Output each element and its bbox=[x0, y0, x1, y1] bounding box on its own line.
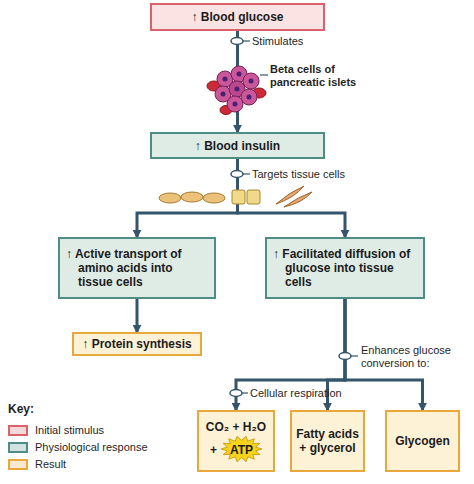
stimulus-box: ↑ Blood glucose bbox=[150, 3, 325, 31]
legend-row: Result bbox=[8, 457, 66, 471]
ring bbox=[231, 171, 243, 178]
connector-ring bbox=[230, 38, 358, 397]
tissue-cell bbox=[232, 190, 245, 204]
box-text: ↑ Blood insulin bbox=[156, 139, 319, 153]
edge-label: Cellular respiration bbox=[250, 387, 360, 400]
box-text: Fatty acids + glycerol bbox=[295, 427, 360, 455]
response-box: ↑ Blood insulin bbox=[150, 132, 325, 159]
beta-cell-cluster bbox=[207, 66, 266, 115]
structure-label: Beta cells of pancreatic islets bbox=[270, 63, 374, 89]
box-text: ↑ Blood glucose bbox=[156, 10, 319, 24]
legend-row: Physiological response bbox=[8, 440, 148, 454]
legend-swatch bbox=[8, 425, 28, 436]
box-text: Glycogen bbox=[390, 434, 455, 448]
leader-line bbox=[243, 40, 250, 41]
atp-burst-shape bbox=[221, 436, 262, 461]
beta-cell bbox=[241, 89, 257, 105]
leader-line bbox=[242, 392, 248, 393]
legend-text: Result bbox=[35, 458, 66, 471]
cell-nucleus bbox=[237, 72, 242, 77]
tissue-cell bbox=[181, 192, 203, 202]
cell-nucleus bbox=[247, 95, 252, 100]
cell-nucleus bbox=[233, 102, 238, 107]
tissue-cells bbox=[159, 186, 312, 207]
edge-label: Enhances glucose conversion to: bbox=[361, 344, 456, 370]
result-box: Fatty acids + glycerol bbox=[290, 410, 365, 472]
box-text: + bbox=[210, 443, 217, 457]
cell-nucleus bbox=[221, 92, 226, 97]
cell-nucleus bbox=[235, 87, 240, 92]
leader-line bbox=[243, 173, 250, 174]
legend-text: Physiological response bbox=[35, 441, 148, 454]
edge-label: Stimulates bbox=[252, 35, 342, 48]
result-box: CO₂ + H₂O + ATP bbox=[197, 410, 275, 472]
text-slot: + bbox=[210, 440, 217, 458]
cell-nucleus bbox=[223, 77, 228, 82]
text-row: + ATP bbox=[202, 436, 270, 462]
box-text: ↑ Facilitated diffusion of glucose into … bbox=[285, 247, 417, 289]
tissue-cell bbox=[247, 190, 260, 204]
beta-cell bbox=[243, 73, 259, 89]
response-box: ↑ Facilitated diffusion of glucose into … bbox=[265, 237, 425, 299]
response-box: ↑ Active transport of amino acids into t… bbox=[58, 237, 216, 299]
box-text: ↑ Protein synthesis bbox=[78, 337, 196, 351]
key-heading: Key: bbox=[8, 403, 68, 416]
flow-connector bbox=[137, 159, 238, 237]
legend-text: Initial stimulus bbox=[35, 424, 104, 437]
beta-cell bbox=[227, 96, 243, 112]
box-text: CO₂ + H₂O bbox=[202, 420, 270, 434]
box-text: ↑ Active transport of amino acids into t… bbox=[78, 247, 208, 289]
text-slot: ATP bbox=[221, 436, 262, 462]
leader-line bbox=[260, 74, 268, 75]
flow-connector bbox=[136, 299, 139, 332]
legend-swatch bbox=[8, 442, 28, 453]
ring bbox=[230, 390, 242, 397]
edge-label: Targets tissue cells bbox=[252, 168, 372, 181]
legend-swatch bbox=[8, 459, 28, 470]
box-text: ATP bbox=[230, 443, 253, 457]
leader-line bbox=[351, 355, 358, 356]
ring bbox=[231, 38, 243, 45]
result-box: Glycogen bbox=[385, 410, 460, 472]
result-box: ↑ Protein synthesis bbox=[72, 332, 202, 356]
tissue-cell bbox=[284, 192, 312, 207]
tissue-cell bbox=[203, 193, 225, 203]
tissue-cell bbox=[159, 193, 181, 203]
ring bbox=[339, 353, 351, 360]
cell-nucleus bbox=[249, 79, 254, 84]
legend-row: Initial stimulus bbox=[8, 423, 104, 437]
